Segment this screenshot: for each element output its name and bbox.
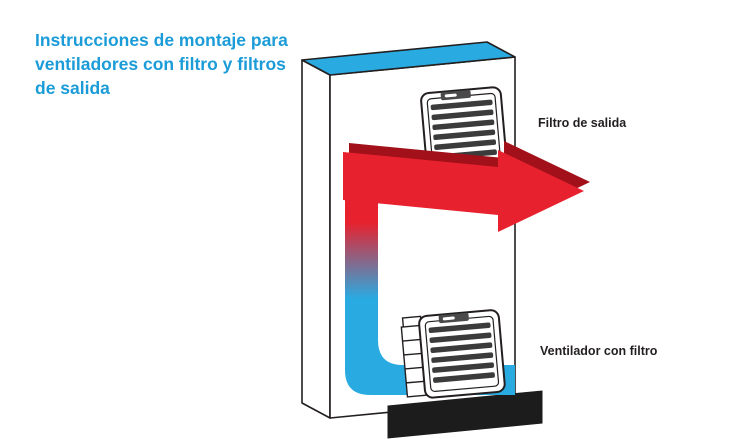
label-filter-fan: Ventilador con filtro bbox=[540, 344, 658, 358]
fan-grille-louvers bbox=[428, 322, 495, 383]
label-exit-filter: Filtro de salida bbox=[538, 116, 627, 130]
diagram-title: Instrucciones de montaje para ventilador… bbox=[35, 30, 288, 99]
fan-brand-mark bbox=[442, 316, 455, 321]
inlet-air-top-band bbox=[301, 41, 516, 76]
filter-fan-unit bbox=[400, 309, 506, 399]
exhaust-air-arrow bbox=[343, 141, 590, 232]
enclosure-base bbox=[387, 390, 543, 439]
enclosure-left-face bbox=[301, 59, 331, 419]
exit-brand-mark bbox=[444, 93, 457, 98]
exhaust-arrow-front bbox=[343, 150, 584, 232]
